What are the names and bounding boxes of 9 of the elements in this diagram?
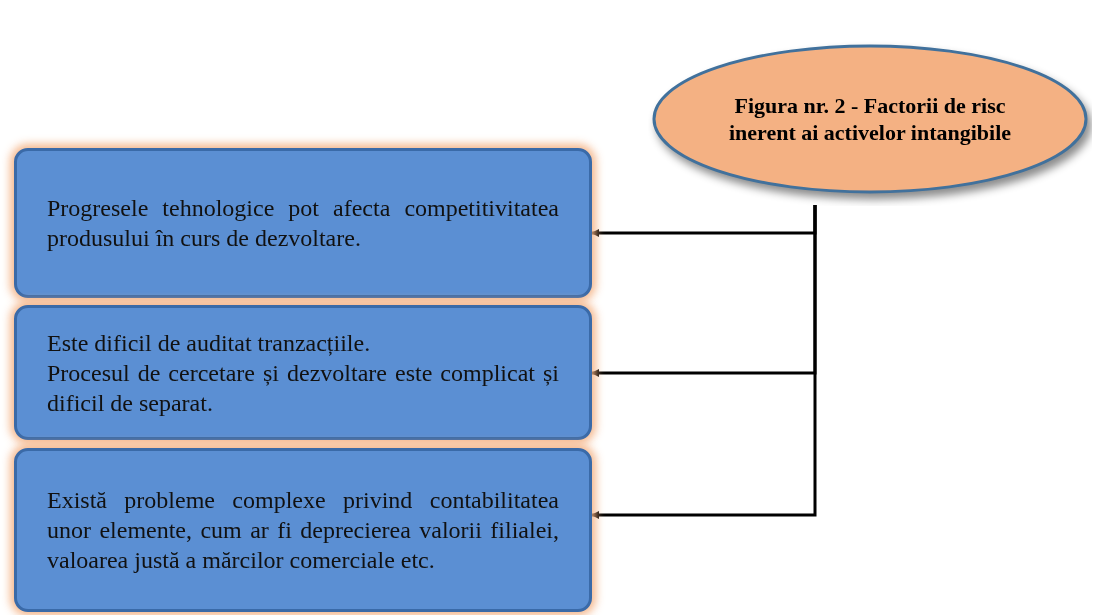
connector-arrow [591,205,817,519]
factor-box [14,305,592,440]
factor-text: Progresele tehnologice pot afecta competitivitatea produsului în curs de dezvoltare. [47,194,559,253]
factor-box [14,148,592,298]
factor-text: Procesul de cercetare și dezvoltare este complicat și dificil de separat. [47,358,559,418]
ellipse-text: Figura nr. 2 - Factorii de risc inerent ai activelor intangibile [727,92,1013,146]
factor-text: Există probleme complexe privind contabilitatea unor elemente, cum ar fi deprecierea valorii filialei, valoarea justă a mărcilor comerciale etc. [47,486,559,575]
factor-text: Este dificil de auditat tranzacțiile. [47,328,372,358]
factor-box [14,448,592,612]
